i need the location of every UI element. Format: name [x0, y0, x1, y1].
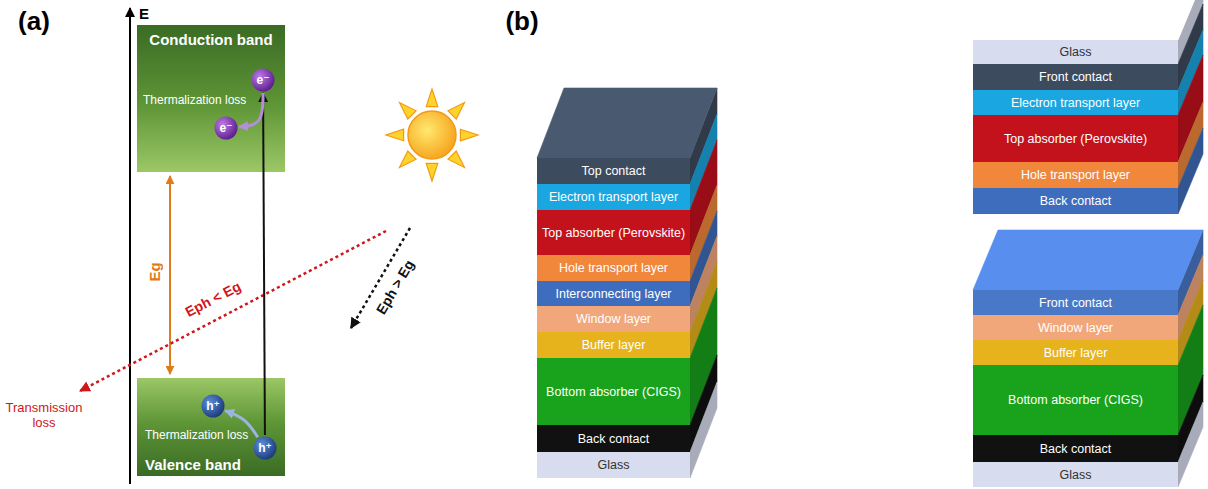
valence-band: h⁺ h⁺ Valence band Thermalization loss [137, 378, 285, 476]
device-layer: Front contact [973, 64, 1178, 90]
sun-disc [408, 111, 456, 159]
electron: e⁻ [251, 68, 275, 92]
device-layer: Buffer layer [537, 332, 690, 358]
layer-face [973, 230, 1203, 290]
stack-faces [537, 0, 1203, 487]
device-layer: Hole transport layer [537, 255, 690, 281]
device-layer: Top contact [537, 158, 690, 184]
device-layer: Window layer [537, 306, 690, 332]
device-layer: Electron transport layer [537, 184, 690, 210]
layer-name: Back contact [1040, 442, 1112, 456]
layer-face [690, 382, 717, 478]
hole: h⁺ [201, 394, 225, 418]
device-layer: Window layer [973, 315, 1178, 340]
charge-symbol: e⁻ [256, 74, 269, 86]
layer-name: Window layer [576, 312, 651, 326]
layer-name: Top absorber (Perovskite) [542, 226, 685, 240]
particle-circle [252, 69, 275, 92]
layer-name: Back contact [1040, 194, 1112, 208]
charge-symbol: e⁻ [219, 122, 232, 134]
layer-name: Top contact [582, 164, 646, 178]
layer-name: Hole transport layer [559, 261, 668, 275]
photon-label: Eph > Eg [373, 257, 417, 317]
sun-ray [448, 151, 465, 168]
device-layer: Top absorber (Perovskite) [973, 115, 1178, 162]
layer-name: Bottom absorber (CIGS) [546, 385, 681, 399]
device-layer: Hole transport layer [973, 162, 1178, 188]
layer-face [537, 88, 717, 158]
layer-face [1178, 402, 1203, 487]
device-layer: Back contact [973, 188, 1178, 214]
band-name: Valence band [145, 456, 241, 474]
bandgap-arrow [169, 176, 171, 374]
device-layer: Bottom absorber (CIGS) [537, 358, 690, 425]
axis-label: E [139, 5, 149, 22]
layer-name: Buffer layer [1044, 346, 1108, 360]
layer-name: Back contact [578, 432, 650, 446]
layer-face [1178, 128, 1203, 214]
layer-name: Front contact [1039, 70, 1112, 84]
sun-ray [386, 129, 404, 141]
bandgap-label: Eg [146, 262, 163, 281]
device-layer: Back contact [973, 435, 1178, 462]
layer-name: Bottom absorber (CIGS) [1008, 393, 1143, 407]
charge-symbol: h⁺ [206, 400, 220, 412]
sun-ray [426, 89, 438, 107]
particle-circle [202, 395, 225, 418]
layer-name: Front contact [1039, 296, 1112, 310]
device-layer: Electron transport layer [973, 90, 1178, 115]
sun-ray [400, 151, 417, 168]
sun-ray [400, 103, 417, 120]
charge-symbol: h⁺ [258, 442, 272, 454]
photon-label: Eph < Eg [183, 278, 244, 320]
sun-ray [426, 163, 438, 181]
layer-name: Glass [1060, 45, 1092, 59]
device-layer: Front contact [973, 290, 1178, 315]
device-layer: Bottom absorber (CIGS) [973, 365, 1178, 435]
layer-name: Buffer layer [582, 338, 646, 352]
electron: e⁻ [214, 116, 238, 140]
layer-name: Window layer [1038, 321, 1113, 335]
layer-name: Top absorber (Perovskite) [1004, 132, 1147, 146]
thermalization-arrow [225, 411, 258, 438]
layer-name: Glass [598, 458, 630, 472]
excitation-arrow [263, 93, 265, 435]
loss-label: Transmission loss [1, 401, 87, 431]
band-name: Conduction band [137, 31, 285, 49]
thermalization-arrow [239, 93, 263, 127]
layer-name: Electron transport layer [1011, 96, 1140, 110]
device-layer: Glass [973, 40, 1178, 64]
hole: h⁺ [253, 436, 277, 460]
layer-name: Hole transport layer [1021, 168, 1130, 182]
particle-circle [254, 437, 277, 460]
device-layer: Back contact [537, 425, 690, 452]
layer-name: Glass [1060, 468, 1092, 482]
layer-name: Electron transport layer [549, 190, 678, 204]
loss-note: Thermalization loss [143, 93, 246, 107]
device-layer: Buffer layer [973, 340, 1178, 365]
device-layer: Glass [973, 462, 1178, 487]
transmitted-photon [80, 231, 386, 391]
layer-name: Interconnecting layer [555, 287, 671, 301]
loss-note: Thermalization loss [145, 428, 248, 442]
device-layer: Glass [537, 452, 690, 478]
sun-ray [460, 129, 478, 141]
device-layer: Top absorber (Perovskite) [537, 210, 690, 255]
layer-face [973, 0, 1203, 40]
device-layer: Interconnecting layer [537, 281, 690, 306]
panel-label: (b) [505, 7, 538, 37]
sun-ray [448, 103, 465, 120]
panel-label: (a) [18, 7, 50, 37]
particle-circle [215, 117, 238, 140]
energy-axis [129, 8, 131, 484]
sun-icon [386, 89, 478, 181]
